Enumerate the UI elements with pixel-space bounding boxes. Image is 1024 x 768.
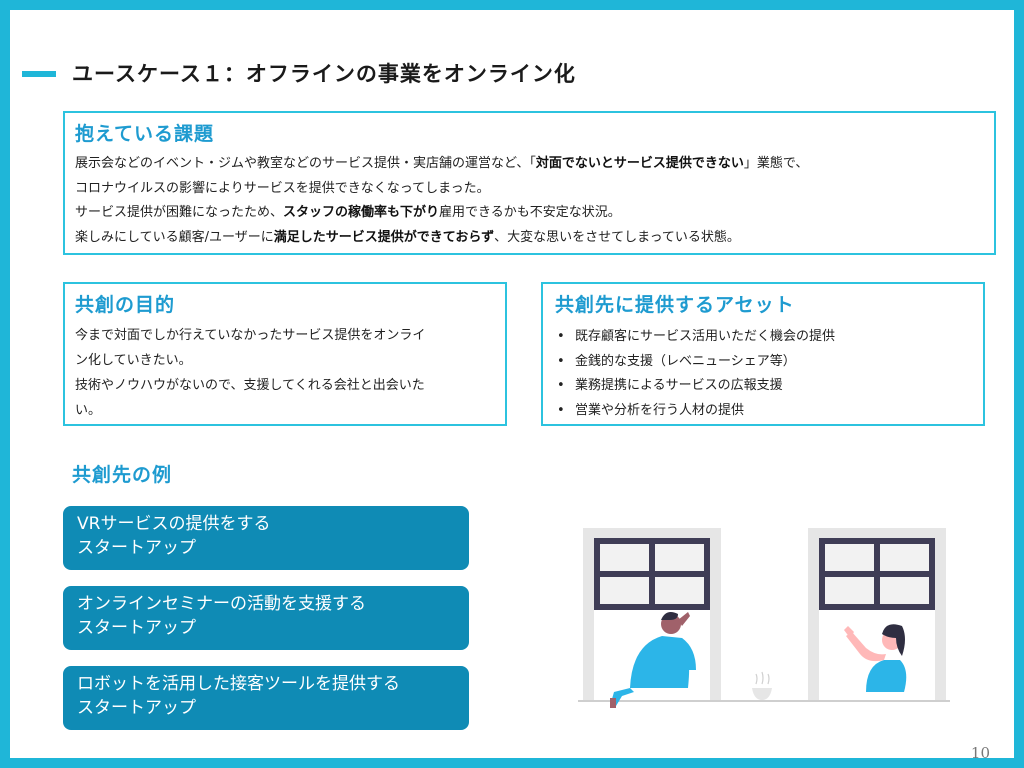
example-card-line-1: オンラインセミナーの活動を支援する	[77, 594, 366, 614]
examples-heading: 共創先の例	[72, 464, 173, 486]
issues-heading: 抱えている課題	[75, 123, 215, 145]
bowl-icon	[752, 671, 772, 700]
issues-line-3-tail: 雇用できるかも不安定な状況。	[439, 205, 621, 220]
purpose-line-3: 技術やノウハウがないので、支援してくれる会社と出会いた	[75, 378, 425, 393]
woman-figure	[844, 624, 907, 692]
issues-line-4: 楽しみにしている顧客/ユーザーに満足したサービス提供ができておらず、大変な思いを…	[75, 226, 984, 251]
issues-line-2: コロナウイルスの影響によりサービスを提供できなくなってしまった。	[75, 180, 490, 196]
assets-heading: 共創先に提供するアセット	[555, 294, 795, 316]
assets-box: 共創先に提供するアセット 既存顧客にサービス活用いただく機会の提供 金銭的な支援…	[541, 282, 985, 426]
purpose-line-1: 今まで対面でしか行えていなかったサービス提供をオンライ	[75, 328, 426, 343]
page-number: 10	[970, 744, 990, 762]
issues-line-1: 展示会などのイベント・ジムや教室などのサービス提供・実店舗の運営など、「対面でな…	[75, 152, 984, 177]
neighbors-window-illustration	[578, 528, 950, 708]
man-figure	[610, 612, 696, 708]
issues-box: 抱えている課題 展示会などのイベント・ジムや教室などのサービス提供・実店舗の運営…	[63, 111, 996, 255]
issues-line-1-text: 展示会などのイベント・ジムや教室などのサービス提供・実店舗の運営など、「	[75, 156, 536, 171]
left-window	[583, 528, 721, 700]
purpose-line-4: い。	[75, 403, 102, 418]
issues-line-3-emphasis: スタッフの稼働率も下がり	[283, 205, 440, 220]
asset-item: 既存顧客にサービス活用いただく機会の提供	[555, 325, 971, 350]
purpose-box: 共創の目的 今まで対面でしか行えていなかったサービス提供をオンライ ン化していき…	[63, 282, 507, 426]
example-card-seminar: オンラインセミナーの活動を支援する スタートアップ	[63, 586, 469, 650]
example-card-line-2: スタートアップ	[77, 698, 196, 718]
issues-line-1-tail: 」業態で、	[743, 156, 809, 171]
assets-list: 既存顧客にサービス活用いただく機会の提供 金銭的な支援（レベニューシェア等） 業…	[555, 325, 971, 423]
example-card-line-1: ロボットを活用した接客ツールを提供する	[77, 674, 400, 694]
example-card-line-2: スタートアップ	[77, 618, 196, 638]
example-card-vr: VRサービスの提供をする スタートアップ	[63, 506, 469, 570]
issues-line-3: サービス提供が困難になったため、スタッフの稼働率も下がり雇用できるかも不安定な状…	[75, 201, 984, 226]
example-card-line-1: VRサービスの提供をする	[77, 514, 271, 534]
window-ledge	[578, 700, 950, 702]
asset-item: 営業や分析を行う人材の提供	[555, 399, 971, 424]
issues-line-4-tail: 、大変な思いをさせてしまっている状態。	[494, 229, 740, 245]
title-accent-bar	[22, 71, 56, 77]
issues-line-4-emphasis: 満足したサービス提供ができておらず	[273, 229, 495, 245]
purpose-line-2: ン化していきたい。	[75, 353, 192, 368]
example-card-line-2: スタートアップ	[77, 538, 196, 558]
issues-line-4-text: 楽しみにしている顧客/ユーザーに	[75, 229, 274, 245]
issues-line-3-text: サービス提供が困難になったため、	[75, 205, 284, 220]
issues-line-1-emphasis: 対面でないとサービス提供できない	[535, 156, 744, 171]
asset-item: 金銭的な支援（レベニューシェア等）	[555, 350, 971, 375]
page-title: ユースケース１：オフラインの事業をオンライン化	[72, 62, 576, 86]
purpose-heading: 共創の目的	[75, 294, 176, 316]
example-card-robot: ロボットを活用した接客ツールを提供する スタートアップ	[63, 666, 469, 730]
asset-item: 業務提携によるサービスの広報支援	[555, 374, 971, 399]
